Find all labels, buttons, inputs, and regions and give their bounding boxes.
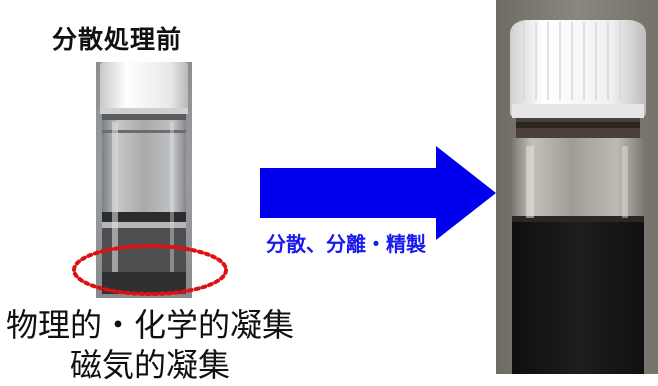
aggregation-cause-physical-chemical: 物理的・化学的凝集 — [6, 306, 295, 344]
aggregation-circle — [72, 244, 228, 296]
aggregation-cause-magnetic: 磁気的凝集 — [70, 346, 231, 384]
arrow-right-icon — [260, 146, 496, 240]
vial-after-dispersion — [496, 0, 658, 374]
vial-before-dispersion — [96, 62, 192, 298]
process-label: 分散、分離・精製 — [266, 232, 426, 256]
before-dispersion-label: 分散処理前 — [52, 25, 183, 54]
